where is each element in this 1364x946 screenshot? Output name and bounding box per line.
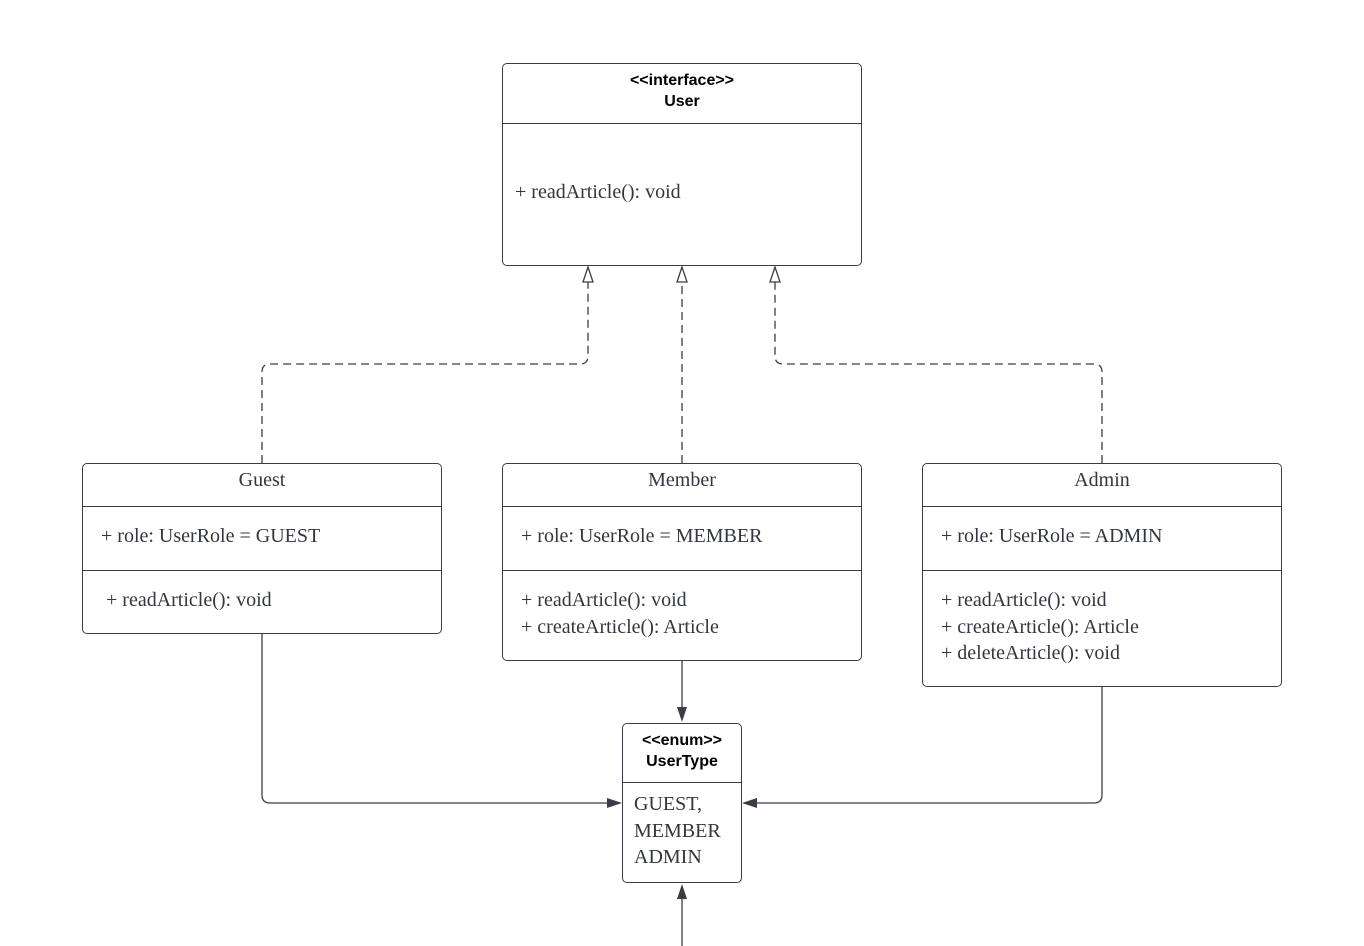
methods-compartment: + readArticle(): void + createArticle():… <box>503 570 861 660</box>
attribute: + role: UserRole = GUEST <box>101 525 321 547</box>
guest-class-box[interactable]: Guest + role: UserRole = GUEST + readArt… <box>82 463 442 634</box>
class-name: Admin <box>1074 469 1130 491</box>
filled-arrowhead <box>607 798 622 808</box>
enum-value: GUEST, <box>634 793 702 815</box>
member-class-box[interactable]: Member + role: UserRole = MEMBER + readA… <box>502 463 862 661</box>
method: + readArticle(): void <box>106 589 272 611</box>
enum-stereotype: <<enum>> <box>641 732 723 749</box>
enum-value: MEMBER <box>634 819 721 842</box>
usertype-enum-box[interactable]: <<enum>> UserType GUEST, MEMBER ADMIN <box>622 723 742 883</box>
filled-arrowhead <box>677 707 687 722</box>
method: + createArticle(): Article <box>521 615 719 638</box>
filled-arrowhead <box>677 884 687 899</box>
attributes-compartment: + role: UserRole = ADMIN <box>923 506 1281 570</box>
guest-usertype-association[interactable] <box>261 634 622 808</box>
attribute: + role: UserRole = MEMBER <box>521 525 763 547</box>
hollow-arrowhead <box>676 264 688 283</box>
class-name: User <box>664 93 700 110</box>
admin-class-box[interactable]: Admin + role: UserRole = ADMIN + readArt… <box>922 463 1282 687</box>
filled-arrowhead <box>742 798 757 808</box>
hollow-arrowhead <box>582 264 594 283</box>
method: + readArticle(): void <box>521 589 687 611</box>
enum-value: ADMIN <box>634 846 702 868</box>
user-interface-box[interactable]: <<interface>> User + readArticle(): void <box>502 63 862 266</box>
guest-realization-connector[interactable] <box>261 264 594 463</box>
class-name: Member <box>648 469 716 491</box>
methods-compartment: + readArticle(): void <box>83 570 441 633</box>
admin-usertype-association[interactable] <box>742 687 1103 808</box>
class-name: Guest <box>238 469 286 491</box>
hollow-arrowhead <box>769 264 781 283</box>
member-realization-connector[interactable] <box>676 264 688 463</box>
methods-compartment: + readArticle(): void + createArticle():… <box>923 570 1281 686</box>
attribute: + role: UserRole = ADMIN <box>941 525 1163 547</box>
class-name: UserType <box>646 753 718 770</box>
interface-stereotype: <<interface>> <box>629 72 735 89</box>
method: + createArticle(): Article <box>941 615 1139 638</box>
methods-compartment: + readArticle(): void <box>503 123 861 265</box>
method: + deleteArticle(): void <box>941 642 1120 664</box>
admin-realization-connector[interactable] <box>769 264 1103 463</box>
attributes-compartment: + role: UserRole = MEMBER <box>503 506 861 570</box>
values-compartment: GUEST, MEMBER ADMIN <box>623 782 741 882</box>
member-usertype-association[interactable] <box>677 661 687 722</box>
attributes-compartment: + role: UserRole = GUEST <box>83 506 441 570</box>
method: + readArticle(): void <box>941 589 1107 611</box>
incoming-usertype-association[interactable] <box>677 884 687 946</box>
method: + readArticle(): void <box>515 181 681 203</box>
